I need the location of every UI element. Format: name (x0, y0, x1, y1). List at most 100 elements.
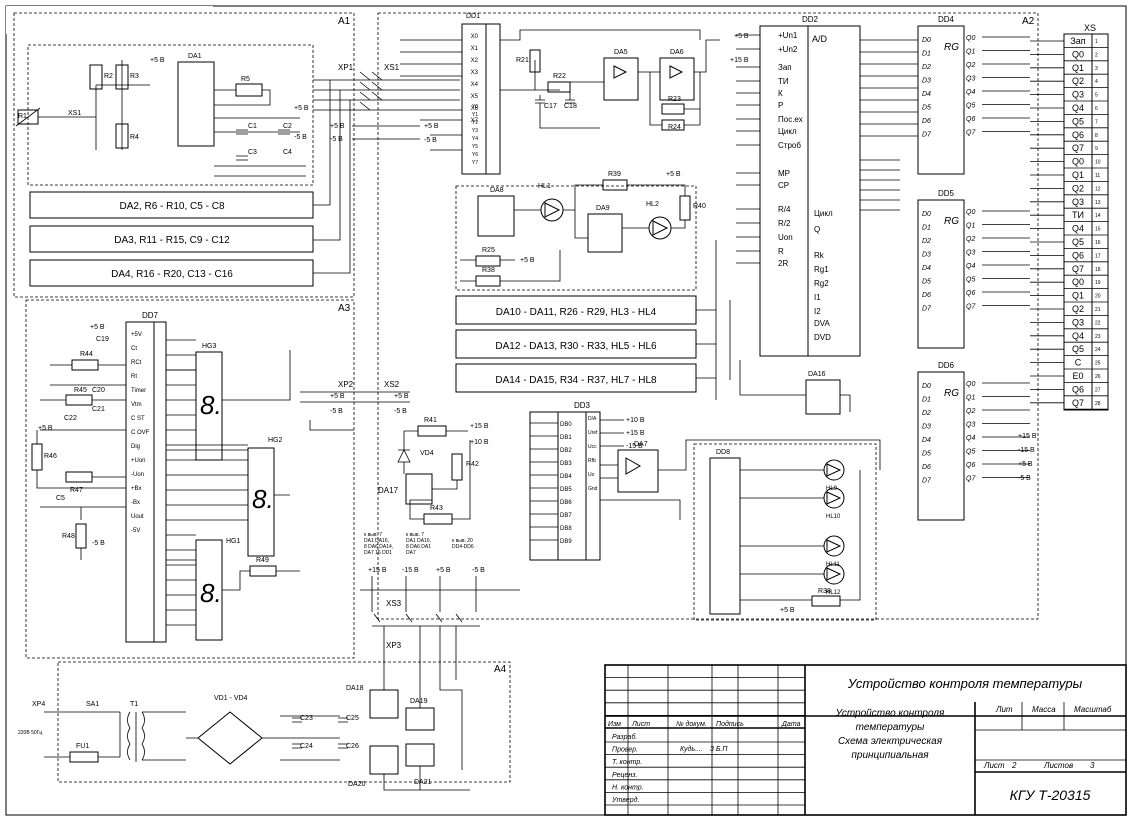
dd4-label: DD4 (938, 15, 955, 24)
xp2-label: XP2 (338, 380, 354, 389)
xs-pin-num: 21 (1095, 307, 1101, 313)
rg-out-pin: Q7 (966, 304, 976, 311)
dd1-in-label: X4 (471, 82, 479, 88)
dd3-p15: +15 В (626, 430, 645, 437)
rg-out-pin: Q1 (966, 223, 975, 230)
sa1-label: SA1 (86, 701, 99, 708)
dd2-right-pin: Q (814, 225, 820, 234)
da1-label: DA1 (188, 53, 202, 60)
dd6-label: DD6 (938, 361, 955, 370)
dd2-left-pin: Зап (778, 63, 792, 72)
dd2-p5: +5 В (734, 33, 749, 40)
hg1-label: HG1 (226, 538, 241, 545)
xs-pin-name: Q7 (1072, 143, 1084, 153)
diode-bridge (197, 711, 263, 765)
r5-label: R5 (241, 76, 250, 83)
xs-p15: +15 В (1018, 433, 1037, 440)
block-a2: A2 DD1 X0X1X2X3X4X5X6X7Y0Y1Y2Y3Y4Y5Y6Y7 … (360, 12, 1039, 621)
dd7-m5: -5 В (92, 540, 105, 547)
dd1-p5: +5 В (424, 123, 439, 130)
dd3-top-pin: D/A (588, 416, 597, 422)
xs-m15: -15 В (1018, 447, 1035, 454)
xs-pin-num: 17 (1095, 253, 1101, 259)
xs-pin-num: 28 (1095, 401, 1101, 407)
dd7-pin: +Uon (131, 458, 146, 464)
da6-chip (659, 57, 695, 101)
sheets-label: Листов (1043, 761, 1073, 770)
block-a1: A1 DA2, R6 - R10, C5 - C8 DA3, R11 - R15… (13, 12, 355, 298)
t1-label: T1 (130, 701, 138, 708)
xs-label: XS (1084, 23, 1096, 33)
dd2-p15: +15 В (730, 57, 749, 64)
dd7-pin: C OVF (131, 430, 150, 436)
rg-out-pin: Q3 (966, 76, 975, 83)
dd1-y-label: Y7 (472, 160, 478, 166)
rg-in-pin: D1 (922, 397, 931, 404)
r1-label: R1 (18, 113, 27, 120)
rg-out-pin: Q5 (966, 277, 975, 284)
dd7-pin: C ST (131, 416, 145, 422)
dd1-y-label: Y5 (472, 144, 478, 150)
xs-pin-num: 7 (1095, 119, 1098, 125)
hdr-masshtab: Масштаб (1074, 705, 1112, 714)
rg-out-pin: Q3 (966, 250, 975, 257)
dd2-left-pin: R (778, 247, 784, 256)
xs-pin-num: 22 (1095, 320, 1101, 326)
dd2-left-pins: +Un1+Un2ЗапТИКPПос.ехЦиклСтробМРСРR/4R/2… (736, 31, 803, 268)
dd7-pin: -Uon (131, 472, 144, 478)
rg-in-pin: D7 (922, 132, 932, 139)
dd2-ad-label: A/D (812, 34, 828, 44)
xs-pin-num: 1 (1095, 39, 1098, 45)
rg-out-pin: Q0 (966, 381, 975, 388)
checker-name: Кудь.... (680, 745, 703, 753)
xs-pin-num: 24 (1095, 347, 1101, 353)
dd2-left-pin: 2R (778, 259, 788, 268)
fu1-label: FU1 (76, 743, 89, 750)
a1-row-2: DA3, R11 - R15, C9 - C12 (114, 235, 230, 246)
r46-p5: +5 В (38, 425, 53, 432)
da7-label: DA7 (634, 441, 648, 448)
r2-label: R2 (104, 73, 113, 80)
rg-in-pin: D7 (922, 306, 932, 313)
dd1-in-label: X5 (471, 94, 479, 100)
dd1-in-label: X0 (471, 34, 479, 40)
a1-row-3: DA4, R16 - R20, C13 - C16 (111, 269, 233, 280)
tb-col-head: Дата (781, 721, 801, 728)
xs-pin-num: 9 (1095, 146, 1098, 152)
xs-pin-num: 11 (1095, 173, 1100, 179)
r42-label: R42 (466, 461, 479, 468)
sheet-num: 2 (1011, 761, 1017, 770)
dd7-chip (125, 321, 155, 643)
dd7-pin: +5V (131, 332, 142, 338)
rg-in-pin: D3 (922, 78, 931, 85)
hg2-chip (247, 447, 275, 557)
hg3-chip (195, 351, 223, 461)
c2-label: C2 (283, 123, 292, 130)
dd2-left-pin: P (778, 101, 783, 110)
r3-label: R3 (130, 73, 139, 80)
hl2-label: HL2 (646, 201, 659, 208)
dd1-label: DD1 (466, 13, 480, 20)
dd7-pin: +Bx (131, 486, 142, 492)
rg-out-pin: Q6 (966, 462, 975, 469)
dd3-in-pin: DB6 (560, 500, 572, 506)
dd2-right-pin: DVA (814, 319, 831, 328)
rg-out-pin: Q0 (966, 209, 975, 216)
bus-xp1: XP1 XS1 +5 В -5 В (313, 63, 460, 274)
rg-out-pin: Q7 (966, 476, 976, 483)
tb-role: Разраб. (612, 733, 637, 741)
r23-label: R23 (668, 96, 681, 103)
rg-in-pin: D6 (922, 118, 931, 125)
xs-pin-name: Q4 (1072, 103, 1084, 113)
title-desc-1: Устройство контроля (835, 708, 945, 719)
rg-in-pin: D5 (922, 451, 931, 458)
r21-label: R21 (516, 57, 529, 64)
da9-label: DA9 (596, 205, 610, 212)
rg-out-pin: Q7 (966, 130, 976, 137)
dd8-p5: +5 В (780, 607, 795, 614)
rg-in-pin: D3 (922, 424, 931, 431)
xp1-m5: -5 В (330, 136, 343, 143)
dd7-pin: Timer (131, 388, 146, 394)
